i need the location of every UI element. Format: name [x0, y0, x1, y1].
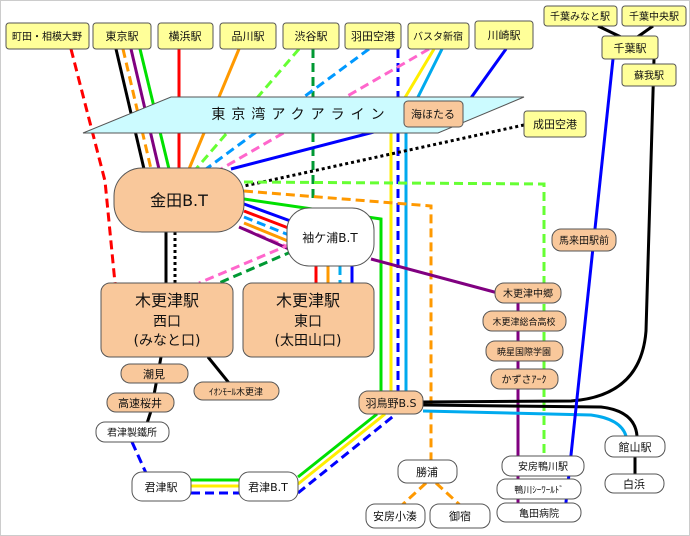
- hub-kimitsu-bt[interactable]: 君津B.T: [248, 481, 288, 494]
- stop-kosoku-sakurai[interactable]: 高速桜井: [118, 396, 162, 410]
- station-haneda[interactable]: 羽田空港: [351, 29, 395, 43]
- stop-awa-kominato[interactable]: 安房小湊: [373, 509, 417, 523]
- stop-gyosei[interactable]: 暁星国際学園: [497, 346, 551, 358]
- hub-kisarazu-west-1[interactable]: 木更津駅: [135, 291, 199, 310]
- station-kawasaki[interactable]: 川崎駅: [488, 28, 521, 42]
- station-tokyo[interactable]: 東京駅: [106, 29, 139, 43]
- stop-kimitsu-eki[interactable]: 君津駅: [145, 481, 178, 494]
- route-kaneda-hatorino: [243, 197, 383, 392]
- station-chiba-chuo[interactable]: 千葉中央駅: [629, 10, 679, 23]
- hub-kisarazu-west-2: 西口: [153, 314, 181, 330]
- station-soga[interactable]: 蘇我駅: [634, 69, 664, 82]
- station-shibuya[interactable]: 渋谷駅: [295, 30, 328, 43]
- stop-kameda[interactable]: 亀田病院: [519, 507, 559, 520]
- station-chiba[interactable]: 千葉駅: [614, 41, 647, 55]
- stop-umihotaru[interactable]: 海ほたる: [411, 107, 455, 121]
- stop-nakago[interactable]: 木更津中郷: [503, 287, 553, 300]
- hub-kisarazu-west-3: (みなと口): [134, 333, 201, 349]
- stop-kazusa-ark[interactable]: かずさｱｰｸ: [502, 374, 547, 386]
- stop-tateyama[interactable]: 館山駅: [619, 440, 652, 454]
- stop-katsuura[interactable]: 勝浦: [416, 465, 438, 479]
- route-hatorino-chiba: [422, 58, 656, 404]
- hub-kaneda-box: [113, 167, 245, 233]
- hub-hatorino[interactable]: 羽鳥野B.S: [365, 396, 416, 410]
- station-busta[interactable]: バスタ新宿: [413, 30, 463, 43]
- stop-onjuku[interactable]: 御宿: [449, 509, 471, 523]
- hub-kisarazu-east-1[interactable]: 木更津駅: [276, 291, 340, 310]
- station-chiba-minato[interactable]: 千葉みなと駅: [550, 10, 610, 23]
- hub-kisarazu-east-3: (太田山口): [275, 333, 342, 349]
- route-tokyo-black: [114, 48, 146, 170]
- hub-kaneda[interactable]: 金田B.T: [150, 191, 208, 210]
- hub-sodegaura[interactable]: 袖ケ浦B.T: [302, 230, 358, 245]
- stop-makuta[interactable]: 馬来田駅前: [559, 234, 609, 247]
- route-hatorino-tateyama: [422, 403, 639, 437]
- stop-kamogawa-seaworld[interactable]: 鴨川ｼｰﾜｰﾙﾄﾞ: [514, 484, 564, 496]
- stop-awa-kamogawa[interactable]: 安房鴨川駅: [518, 460, 568, 473]
- route-chiba-kameda: [562, 58, 615, 522]
- hub-kisarazu-east-2: 東口: [294, 314, 322, 330]
- station-narita[interactable]: 成田空港: [533, 117, 577, 131]
- station-machida[interactable]: 町田・相模大野: [12, 30, 82, 43]
- stop-shirahama[interactable]: 白浜: [623, 477, 645, 491]
- stop-shiomi[interactable]: 潮見: [143, 367, 165, 381]
- stop-kimitsu-seitetsu[interactable]: 君津製鐵所: [107, 426, 157, 439]
- stop-aeon[interactable]: ｲｵﾝﾓｰﾙ木更津: [209, 386, 263, 398]
- route-tokyo-orange: [121, 48, 153, 170]
- station-yokohama[interactable]: 横浜駅: [169, 29, 202, 43]
- station-shinagawa[interactable]: 品川駅: [232, 30, 265, 43]
- stops: 潮見 ｲｵﾝﾓｰﾙ木更津 高速桜井 君津製鐵所 君津駅 勝浦 安房小湊 御宿 木…: [95, 228, 666, 529]
- route-kaneda-makuta: [243, 180, 546, 456]
- stop-sogo-koko[interactable]: 木更津総合高校: [492, 316, 555, 328]
- route-kaneda-katsuura: [243, 189, 433, 460]
- aqualine-label: 東京湾アクアライン: [211, 106, 390, 123]
- route-machida: [69, 48, 117, 284]
- route-shibuya: [194, 48, 301, 170]
- top-stations: 町田・相模大野 東京駅 横浜駅 品川駅 渋谷駅 羽田空港 バスタ新宿 川崎駅 千…: [5, 5, 687, 138]
